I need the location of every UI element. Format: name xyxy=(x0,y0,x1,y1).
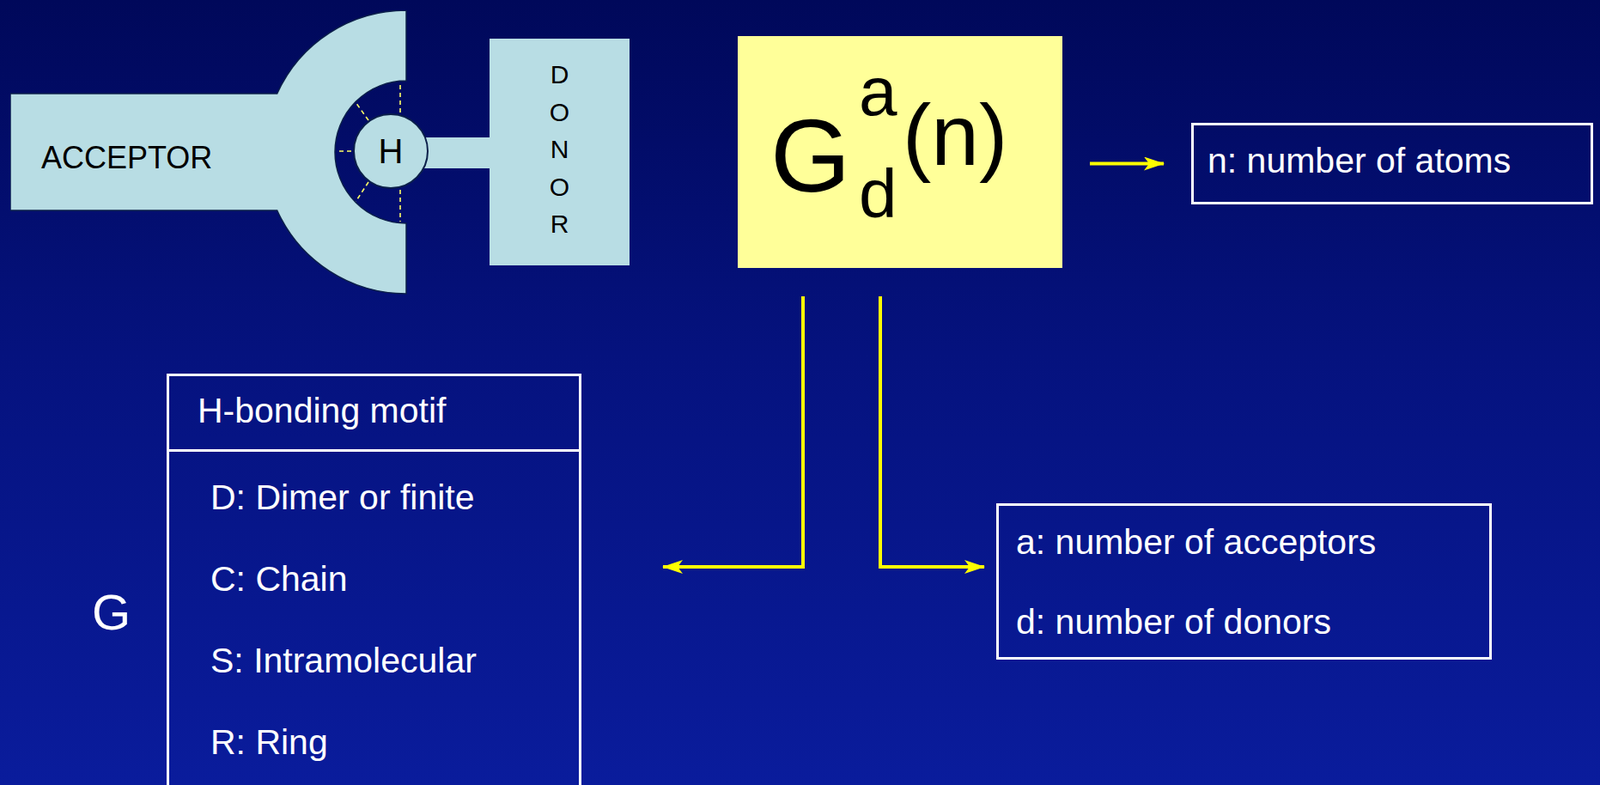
dash-line xyxy=(355,182,369,202)
motif-symbol: G xyxy=(91,582,131,643)
table-row: C: Chain xyxy=(210,558,348,601)
acceptor-label: ACCEPTOR xyxy=(41,139,213,177)
yellow-arrow xyxy=(1089,162,1164,166)
yellow-arrow xyxy=(663,296,804,567)
yellow-arrow xyxy=(880,296,985,567)
dash-line xyxy=(399,82,402,113)
table-row: S: Intramolecular xyxy=(210,639,477,682)
acceptor-path xyxy=(10,10,407,294)
count-note-box: a: number of acceptors d: number of donor… xyxy=(996,503,1492,660)
notation-subscript: d xyxy=(858,159,898,229)
atoms-note-box: n: number of atoms xyxy=(1191,122,1594,205)
table-row: R: Ring xyxy=(210,721,329,764)
notation-letter: G xyxy=(770,103,851,207)
table-row: D: Dimer or finite xyxy=(210,476,475,519)
table-header: H-bonding motif xyxy=(197,389,446,432)
note-text: d: number of donors xyxy=(1015,601,1332,644)
dash-line xyxy=(335,150,352,153)
acceptor-shape: ACCEPTOR xyxy=(10,10,408,295)
notation-box: Gad(n) xyxy=(737,36,1063,268)
notation-superscript: a xyxy=(858,57,898,127)
notation-argument: (n) xyxy=(902,91,1008,178)
motif-table: H-bonding motif D: Dimer or finite C: Chai… xyxy=(166,373,582,785)
dash-line xyxy=(355,102,369,121)
atom-label: H xyxy=(354,115,427,188)
note-text: a: number of acceptors xyxy=(1015,521,1376,564)
hydrogen-atom: H xyxy=(352,113,429,189)
dash-line xyxy=(399,189,402,222)
note-text: n: number of atoms xyxy=(1207,139,1511,183)
donor-label: DONOR xyxy=(547,55,573,244)
donor-box: DONOR xyxy=(489,38,630,266)
